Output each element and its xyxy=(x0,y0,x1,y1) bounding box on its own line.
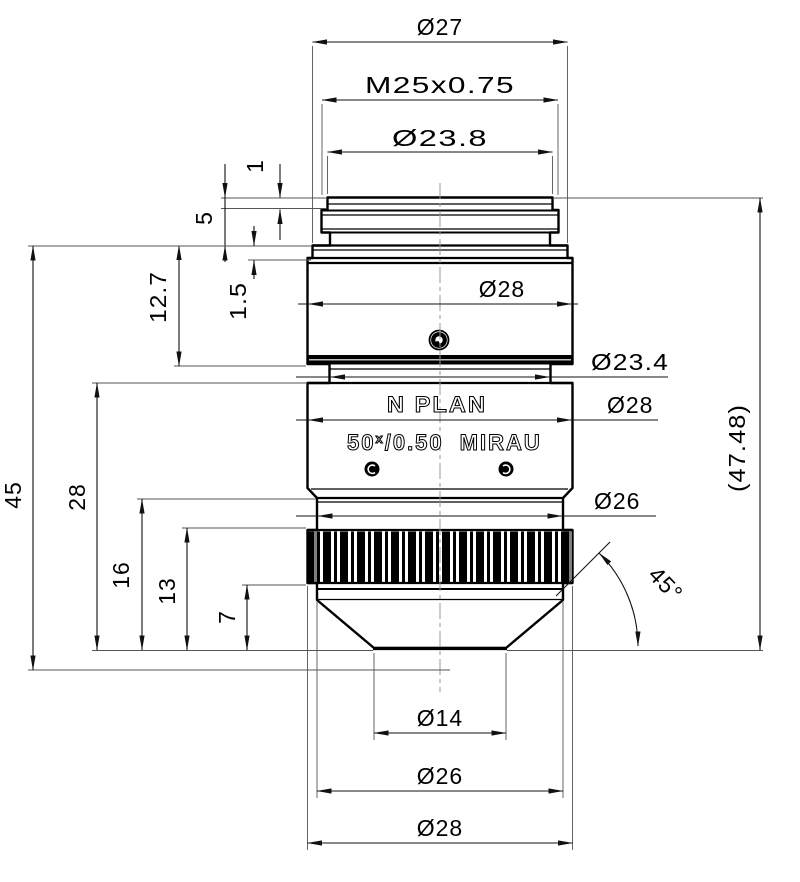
knurl-left-shading xyxy=(308,531,319,582)
dim-parfocal-distance: 45 xyxy=(0,245,450,671)
dim-lower-grip-diameter: Ø26 xyxy=(316,602,564,798)
dim-knurl-bottom-to-tip-length: 7 xyxy=(214,584,306,651)
engraving-series: MIRAU xyxy=(460,430,542,455)
dim-thread-spec: M25x0.75 xyxy=(321,72,559,195)
dim-upper-body-diameter: Ø28 xyxy=(298,276,578,307)
dimension-value: 1.5 xyxy=(225,282,251,320)
dim-knurl-top-to-tip-length: 13 xyxy=(154,527,306,651)
knurl-right-shading xyxy=(561,531,573,582)
engraving-aperture: /0.50 xyxy=(385,430,444,455)
angle-arc xyxy=(598,552,641,647)
dimension-value: Ø27 xyxy=(417,14,463,40)
dim-knurl-diameter: Ø28 xyxy=(307,586,573,850)
screw-head xyxy=(498,461,514,477)
extension-lines xyxy=(316,602,564,798)
dimension-value: M25x0.75 xyxy=(365,72,515,98)
dimension-value: Ø28 xyxy=(479,276,525,302)
engraving-mag-exponent: x xyxy=(375,431,384,446)
dim-grip-to-tip-length: 16 xyxy=(108,498,316,651)
dimension-value: Ø23.8 xyxy=(392,125,488,151)
dimension-value: 16 xyxy=(108,561,134,589)
dimension-value: (47.48) xyxy=(724,404,750,492)
dim-thread-length: 5 xyxy=(191,164,228,262)
dim-neck-diameter: Ø23.4 xyxy=(296,349,669,380)
screw-head xyxy=(364,461,380,477)
engraving-magnification: 50 xyxy=(347,430,375,455)
dimension-value: 5 xyxy=(191,211,217,225)
extension-lines xyxy=(373,653,507,740)
engraving-spec: 50x/0.50 MIRAU xyxy=(347,430,542,455)
dim-cone-angle: 45° xyxy=(555,541,688,647)
upper-set-screw xyxy=(428,329,450,351)
engraving-series-name: N PLAN xyxy=(387,392,487,417)
extension-lines xyxy=(28,245,450,671)
dimension-value: Ø28 xyxy=(417,815,463,841)
extension-lines xyxy=(327,156,553,194)
extension-lines xyxy=(92,382,763,651)
extension-lines xyxy=(221,197,326,209)
angle-flank-line xyxy=(555,541,611,597)
extension-lines xyxy=(312,46,568,243)
dimension-value: 1 xyxy=(242,159,268,173)
dimension-value: 13 xyxy=(154,577,180,605)
screw-center-dot xyxy=(435,341,440,345)
dim-upper-section-length: 12.7 xyxy=(145,245,306,367)
left-adjustment-screw xyxy=(364,461,380,477)
dim-body-diameter: Ø28 xyxy=(296,392,658,423)
screw-outer-ring xyxy=(428,329,450,351)
screw-slot xyxy=(502,464,511,475)
dimension-value: 7 xyxy=(214,610,240,624)
extension-lines xyxy=(321,104,559,195)
dim-tip-diameter: Ø14 xyxy=(373,653,507,740)
dimension-value: 28 xyxy=(64,483,90,511)
dimension-value: Ø26 xyxy=(594,488,640,514)
dimension-value: 45 xyxy=(0,481,26,509)
dim-pilot-height: 1 xyxy=(221,159,326,240)
dimension-value: Ø26 xyxy=(417,763,463,789)
dim-body-to-tip-length: 28 xyxy=(64,382,763,651)
body-engraving: N PLAN 50x/0.50 MIRAU xyxy=(347,392,542,456)
dim-thread-pilot-diameter: Ø23.8 xyxy=(327,125,553,194)
extension-lines xyxy=(307,586,573,850)
right-adjustment-screw xyxy=(498,461,514,477)
dimension-value: 12.7 xyxy=(145,271,171,323)
dim-overall-length: (47.48) xyxy=(553,197,763,651)
dimension-value: Ø28 xyxy=(607,392,653,418)
dim-grip-diameter: Ø26 xyxy=(296,488,656,519)
screw-slot xyxy=(367,464,376,475)
dim-flange-thickness: 1.5 xyxy=(225,226,311,320)
dimension-value: Ø14 xyxy=(417,705,463,731)
dimension-value: Ø23.4 xyxy=(591,349,669,375)
dimension-value: 45° xyxy=(643,561,688,606)
dim-top-diameter: Ø27 xyxy=(312,14,568,243)
